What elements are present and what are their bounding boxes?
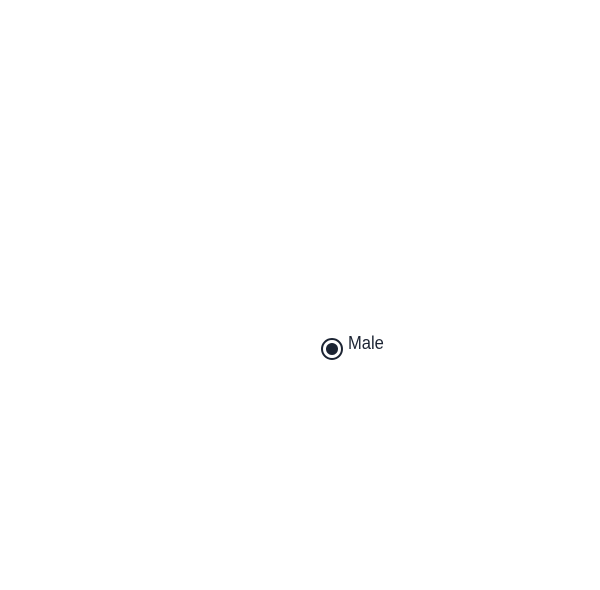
radio-checked-icon[interactable]	[321, 337, 343, 360]
radio-selected-dot	[326, 342, 338, 355]
male-radio-label[interactable]: Male	[348, 333, 384, 353]
male-radio-option[interactable]: Male	[321, 333, 387, 360]
